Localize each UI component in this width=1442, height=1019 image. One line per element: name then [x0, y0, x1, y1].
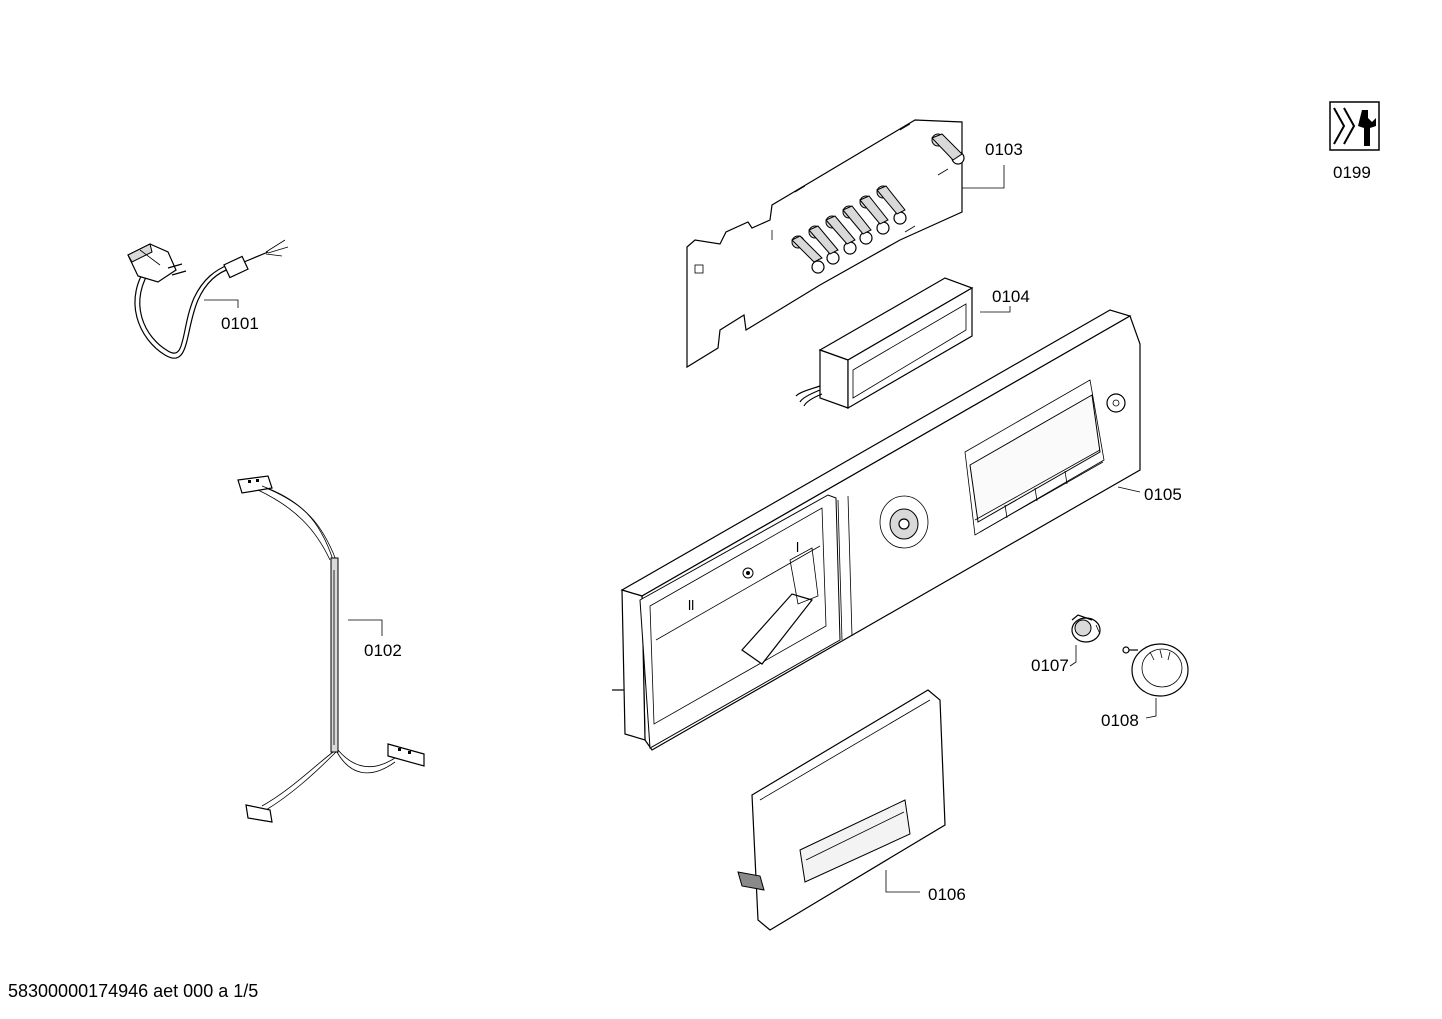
- part-label-0101: 0101: [221, 314, 259, 333]
- leader-line-0106: [885, 870, 920, 893]
- part-label-0106: 0106: [928, 885, 966, 904]
- display-module-part[interactable]: [795, 277, 974, 410]
- part-label-0199: 0199: [1333, 163, 1371, 182]
- part-label-0105: 0105: [1144, 485, 1182, 504]
- softener-flower-icon: [742, 567, 754, 579]
- control-board-part[interactable]: [686, 119, 965, 369]
- leader-line-0108: [1145, 698, 1157, 719]
- leader-line-0107: [1069, 645, 1077, 667]
- knob-insert-part[interactable]: [1071, 614, 1101, 643]
- compartment-mark-1: l: [796, 539, 799, 555]
- compartment-mark-2: ll: [688, 597, 694, 613]
- knob-opening: [879, 495, 929, 549]
- control-panel-fascia-part[interactable]: ll l: [612, 309, 1141, 751]
- leader-line-0101: [204, 299, 239, 308]
- drawer-handle-part[interactable]: [737, 689, 946, 931]
- leader-line-0102: [348, 619, 383, 636]
- part-label-0102: 0102: [364, 641, 402, 660]
- part-label-0108: 0108: [1101, 711, 1139, 730]
- power-cord-part[interactable]: [127, 239, 289, 359]
- leader-line-0103: [962, 165, 1005, 189]
- leader-line-0105: [1117, 486, 1141, 493]
- leader-line-0104: [980, 306, 1011, 313]
- part-label-0104: 0104: [992, 287, 1030, 306]
- wiring-harness-part[interactable]: [237, 475, 425, 823]
- part-label-0103: 0103: [985, 140, 1023, 159]
- board-switches: [791, 133, 965, 274]
- part-label-0107: 0107: [1031, 656, 1069, 675]
- program-knob-part[interactable]: [1122, 643, 1189, 697]
- wrench-service-icon[interactable]: [1329, 101, 1380, 151]
- document-code: 58300000174946 aet 000 a 1/5: [8, 981, 259, 1001]
